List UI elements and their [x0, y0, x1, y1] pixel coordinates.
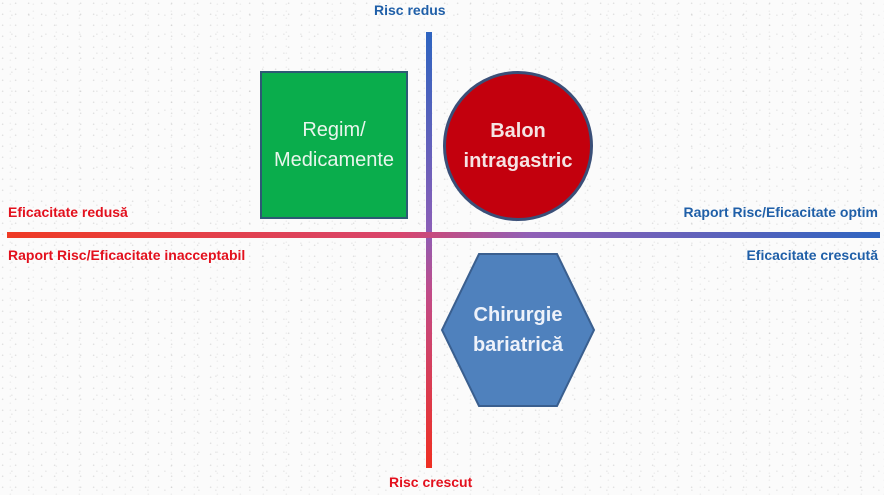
risk-axis [426, 32, 432, 468]
axis-label-low-efficacy: Eficacitate redusă [8, 204, 128, 220]
surgery-line2: bariatrică [472, 334, 564, 356]
bariatric-surgery-label: Chirurgie bariatrică [440, 252, 596, 408]
diet-medication-line2: Medicamente [273, 149, 395, 171]
bariatric-surgery-hexagon [440, 253, 596, 407]
surgery-line1: Chirurgie [473, 304, 563, 326]
intragastric-balloon-circle: Balon intragastric [443, 71, 593, 221]
diet-medication-line1: Regim/ [302, 119, 366, 141]
diet-medication-box: Regim/ Medicamente [260, 71, 408, 219]
axis-label-high-risk: Risc crescut [389, 474, 473, 490]
axis-label-unacceptable-ratio: Raport Risc/Eficacitate inacceptabil [8, 247, 246, 263]
axis-label-low-risk: Risc redus [374, 2, 446, 18]
balloon-line1: Balon [490, 120, 546, 142]
axis-label-high-efficacy: Eficacitate crescută [746, 247, 878, 263]
axis-label-optimal-ratio: Raport Risc/Eficacitate optim [683, 204, 879, 220]
balloon-line2: intragastric [463, 150, 573, 172]
hexagon-shape [440, 253, 596, 407]
efficacy-axis [7, 232, 880, 238]
